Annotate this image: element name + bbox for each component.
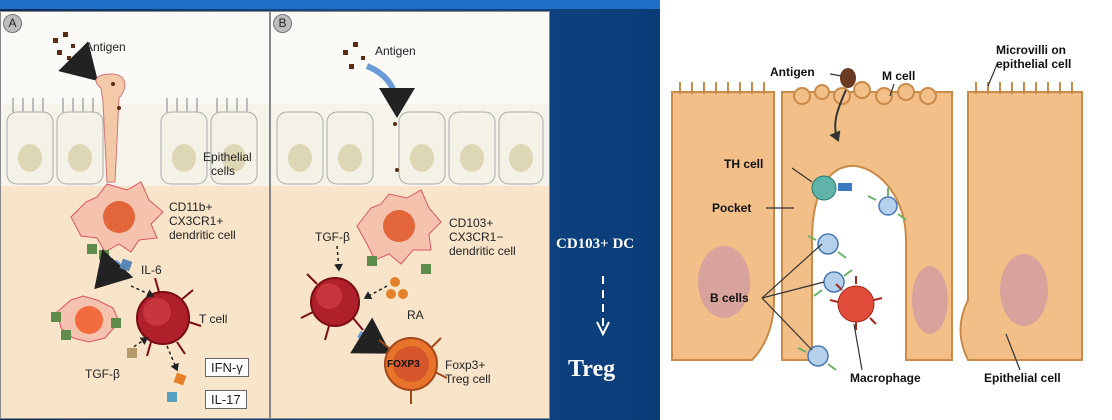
b-cells	[807, 196, 898, 367]
macrophage	[837, 285, 875, 323]
dc-label-a-line2: CX3CR1+	[169, 214, 224, 228]
dc-label-a-line1: CD11b+	[169, 200, 213, 214]
il6-square	[119, 258, 133, 272]
receptors-b	[367, 256, 431, 274]
microvilli-a	[12, 98, 248, 112]
dc-label-b-line3: dendritic cell	[449, 244, 516, 258]
right-microvilli	[975, 82, 1073, 94]
ifng-box: IFN-γ	[205, 358, 249, 377]
th-cell-label: TH cell	[724, 157, 764, 171]
th-cell	[811, 175, 837, 201]
cd103-dc-label: CD103+ DC	[556, 236, 635, 252]
panel-b-drawing	[271, 42, 549, 418]
slide-top-bar	[0, 0, 660, 9]
ra-arrow	[363, 285, 388, 300]
epithelial-cell-label: Epithelial cell	[984, 371, 1061, 385]
t-cell-processes	[146, 277, 202, 357]
m-cell-illustration: Antigen M cell Microvilli on epithelial …	[662, 0, 1112, 420]
macrophage-spikes	[829, 276, 883, 330]
panel-b-letter: B	[273, 14, 292, 33]
pocket-label: Pocket	[712, 201, 752, 215]
panel-a-letter: A	[3, 14, 22, 33]
left-nucleus	[698, 246, 750, 318]
epithelial-label-a-line2: cells	[211, 164, 236, 178]
tgfb-arrow-a	[128, 337, 149, 351]
receptors2-a	[51, 312, 121, 340]
ifng-arrow	[166, 345, 179, 372]
dc2-nucleus-a	[75, 306, 103, 334]
nuclei-b	[288, 144, 533, 172]
tgfb-label-a: TGF-β	[85, 367, 120, 381]
ra-dots	[386, 277, 408, 299]
leader-lines	[761, 61, 1021, 371]
dc-nucleus-b	[383, 210, 415, 242]
th-receptor	[838, 183, 852, 191]
il6-label: IL-6	[141, 263, 162, 277]
dc-dendrite-a	[95, 73, 126, 183]
microvilli-label-line1: Microvilli on	[996, 43, 1067, 57]
ra-label: RA	[407, 308, 424, 322]
epithelial-label-a-line1: Epithelial	[203, 150, 252, 164]
m-cell	[781, 91, 953, 361]
microvilli-label-line2: epithelial cell	[996, 57, 1072, 71]
epithelial-cells-b	[276, 111, 544, 185]
foxp3-label: FOXP3	[387, 359, 420, 370]
antigen-particles-a	[53, 32, 75, 60]
dc-label-b-line1: CD103+	[449, 216, 494, 230]
dc-label-b-line2: CX3CR1−	[449, 230, 504, 244]
antigen-label-b: Antigen	[375, 44, 416, 58]
il17-square	[167, 392, 177, 402]
left-microvilli	[679, 82, 765, 94]
right-nucleus	[1000, 254, 1048, 326]
nuclei-a	[18, 144, 246, 172]
antigen-label-a: Antigen	[85, 40, 126, 54]
right-epithelial-cell	[959, 91, 1083, 361]
antigen-particles-b	[343, 42, 365, 69]
b-cell-projections	[797, 188, 907, 371]
t-cell-label: T cell	[199, 312, 228, 326]
t-to-treg-arrow	[350, 317, 391, 354]
antigen-arrow-a	[58, 41, 98, 81]
m-cell-drawing	[671, 61, 1083, 371]
left-epithelial-cell	[671, 91, 775, 361]
dc-label-a-line3: dendritic cell	[169, 228, 236, 242]
tgfb-arrow-b	[334, 245, 343, 272]
antigen-arrow-b	[365, 63, 415, 118]
treg-label: Treg	[568, 356, 616, 382]
m-cell-nucleus	[912, 266, 948, 334]
dc-to-t-arrow	[94, 249, 134, 290]
dc-nucleus-a	[103, 201, 135, 233]
treg-label-line2: Treg cell	[445, 372, 491, 386]
panel-a-drawing	[1, 32, 269, 418]
il17-box: IL-17	[205, 390, 247, 409]
panel-a: A Antigen Epithelial cells CD11b+ CX3CR1…	[0, 11, 270, 419]
treg-processes	[378, 337, 448, 404]
antigen-particle	[840, 68, 856, 88]
il6-arrow	[130, 285, 155, 298]
tgfb-label-b: TGF-β	[315, 230, 350, 244]
ifng-square	[173, 372, 187, 386]
tgfb-square-a	[127, 348, 137, 358]
panel-b: B Antigen TGF-β CD103+ CX3CR1− dendritic…	[270, 11, 550, 419]
antigen-entry-arrow	[829, 89, 847, 142]
treg-label-line1: Foxp3+	[445, 358, 486, 372]
m-cell-label: M cell	[882, 69, 916, 83]
b-cells-label: B cells	[710, 291, 749, 305]
macrophage-label: Macrophage	[850, 371, 921, 385]
antigen-label-right: Antigen	[770, 65, 815, 79]
